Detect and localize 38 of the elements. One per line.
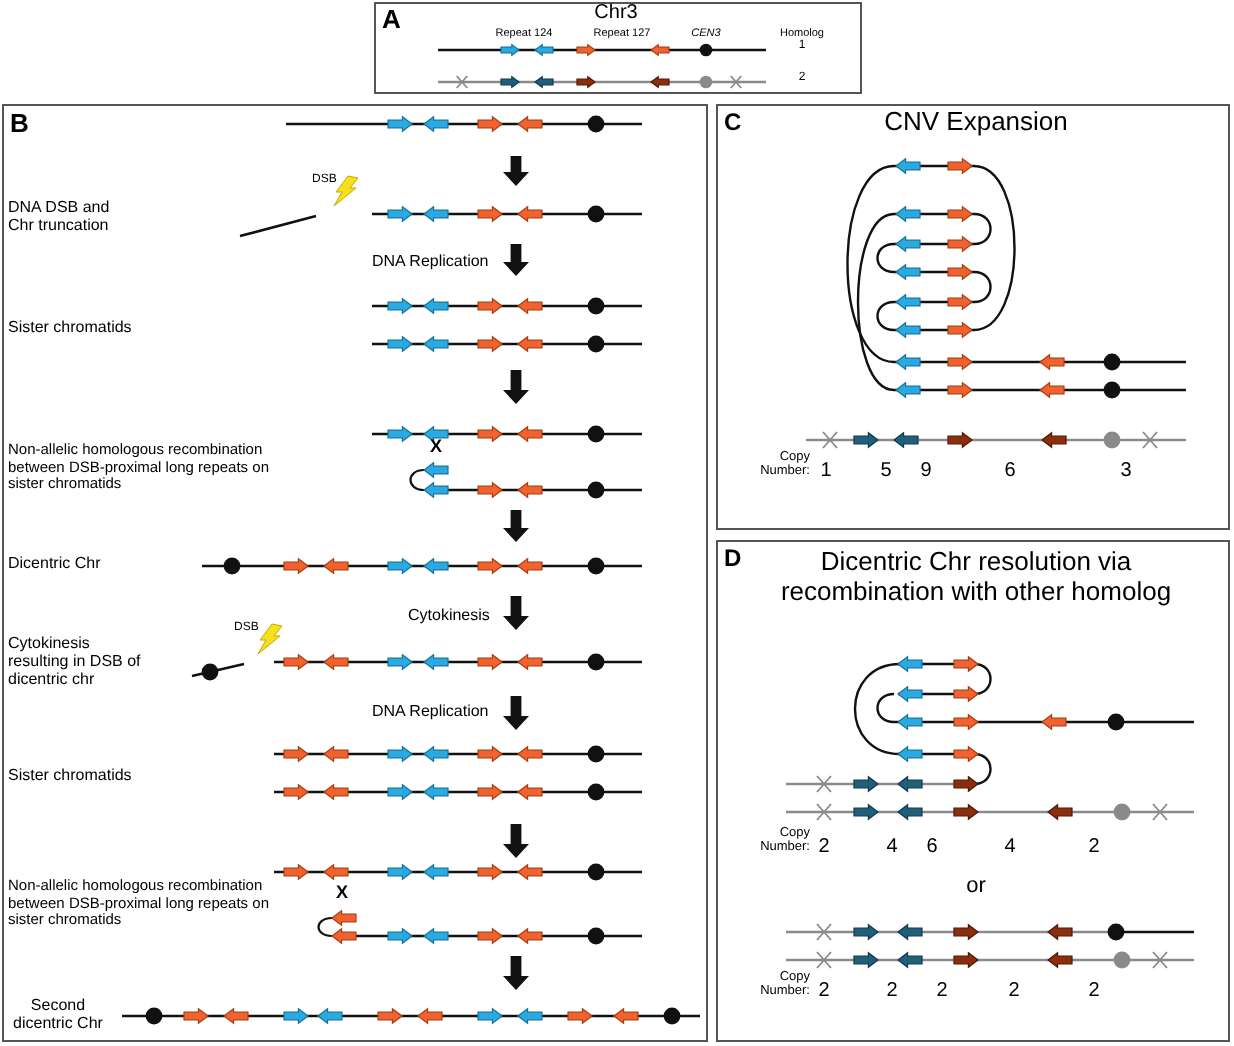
step-label: Dicentric Chr [8,554,103,573]
step-label: DNA Replication [372,252,491,271]
panel-frame [2,104,708,1042]
panel-frame [716,540,1230,1042]
panel-letter: C [724,110,744,138]
copy-number: 6 [924,836,940,859]
step-label: Cytokinesis resulting in DSB of dicentric chr [8,634,143,690]
copy-number: 2 [1086,980,1102,1003]
panel-frame [374,2,862,94]
copy-number: 6 [1002,460,1018,483]
copy-number: 2 [934,980,950,1003]
step-label: Sister chromatids [8,318,134,337]
copy-number: 2 [816,980,832,1003]
copy-number: 1 [818,460,834,483]
crossover-mark: X [427,436,444,457]
panel-frame [716,104,1230,530]
copy-number: 4 [1002,836,1018,859]
panel-title: CNV Expansion [882,108,1070,138]
crossover-mark: X [333,882,350,903]
step-label: Second dicentric Chr [11,996,105,1033]
copy-number: 3 [1118,460,1134,483]
copy-number: 5 [878,460,894,483]
copy-number: 9 [918,460,934,483]
step-label: Sister chromatids [8,766,134,785]
step-label: Cytokinesis [408,606,492,625]
copy-number: 4 [884,836,900,859]
copy-number: 2 [1006,980,1022,1003]
panel-letter: A [382,6,403,36]
step-label: DNA Replication [372,702,491,721]
copy-number: 2 [1086,836,1102,859]
copy-number: 2 [884,980,900,1003]
step-label: DNA DSB and Chr truncation [8,198,112,235]
panel-letter: D [724,546,744,574]
panel-title: Chr3 [592,2,640,25]
copy-number: 2 [816,836,832,859]
panel-title: Dicentric Chr resolution via recombination with other homolog [778,548,1174,608]
panel-letter: B [10,110,31,140]
connector-word: or [964,874,988,900]
